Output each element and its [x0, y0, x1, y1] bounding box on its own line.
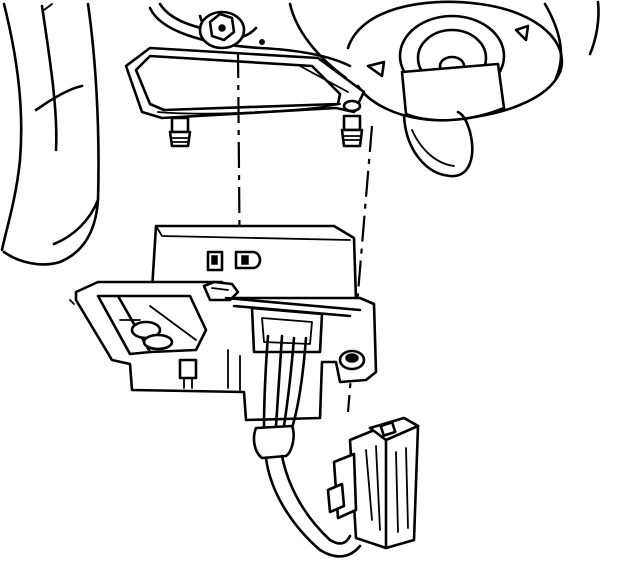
bracket-clip: [178, 358, 198, 380]
harness-boot: [252, 424, 295, 460]
harness-connector: [326, 416, 420, 550]
motor-tab-right: [514, 24, 530, 42]
motor-tab-left: [366, 60, 386, 78]
mounting-studs: [168, 99, 364, 148]
stud-left: [170, 116, 190, 134]
wiring-harness: [252, 334, 362, 558]
stud-right-cap: [342, 99, 362, 113]
locking-tab: [202, 280, 240, 302]
stud-right: [342, 114, 362, 132]
upper-housing: [148, 2, 352, 80]
dash-panel-housing: [0, 2, 100, 305]
motor-label-tag: [400, 62, 506, 122]
blower-motor: [346, 0, 600, 178]
resistor-bracket: [74, 280, 378, 422]
connector-latch: [379, 421, 397, 437]
